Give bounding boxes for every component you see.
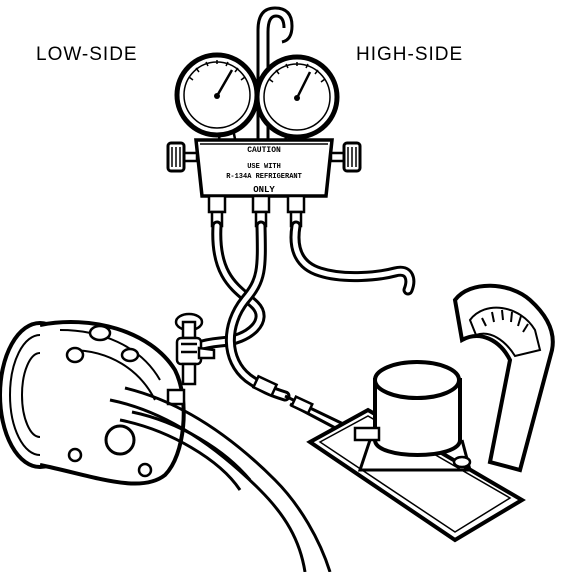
- manifold-only-text: ONLY: [253, 185, 275, 195]
- low-side-gauge: [174, 52, 260, 146]
- high-side-valve-knob: [329, 141, 362, 173]
- in-line-valve: [251, 374, 314, 415]
- hanging-hook: [256, 6, 294, 140]
- low-side-label: LOW-SIDE: [36, 44, 138, 65]
- high-side-hose: [289, 220, 416, 296]
- hose-fittings: [207, 194, 306, 228]
- high-side-hose-inner: [292, 223, 413, 293]
- high-side-label: HIGH-SIDE: [356, 44, 464, 65]
- scale-tick-marks: [481, 309, 529, 333]
- compressor-refrigerant-lines: [109, 386, 332, 573]
- refrigerant-can: [353, 360, 472, 472]
- low-side-valve-knob: [166, 141, 199, 173]
- manifold-block: CAUTION USE WITH R-134A REFRIGERANT ONLY: [166, 138, 362, 198]
- manifold-refrigerant-text: R-134A REFRIGERANT: [226, 173, 302, 181]
- dispenser-stand-with-scale: [452, 283, 555, 473]
- manifold-caution-text: CAUTION: [247, 146, 281, 155]
- ac-compressor: [0, 320, 186, 486]
- refrigerant-dispenser-base: [306, 407, 526, 543]
- manifold-use-with-text: USE WITH: [247, 163, 281, 171]
- low-side-service-coupler: [174, 312, 216, 386]
